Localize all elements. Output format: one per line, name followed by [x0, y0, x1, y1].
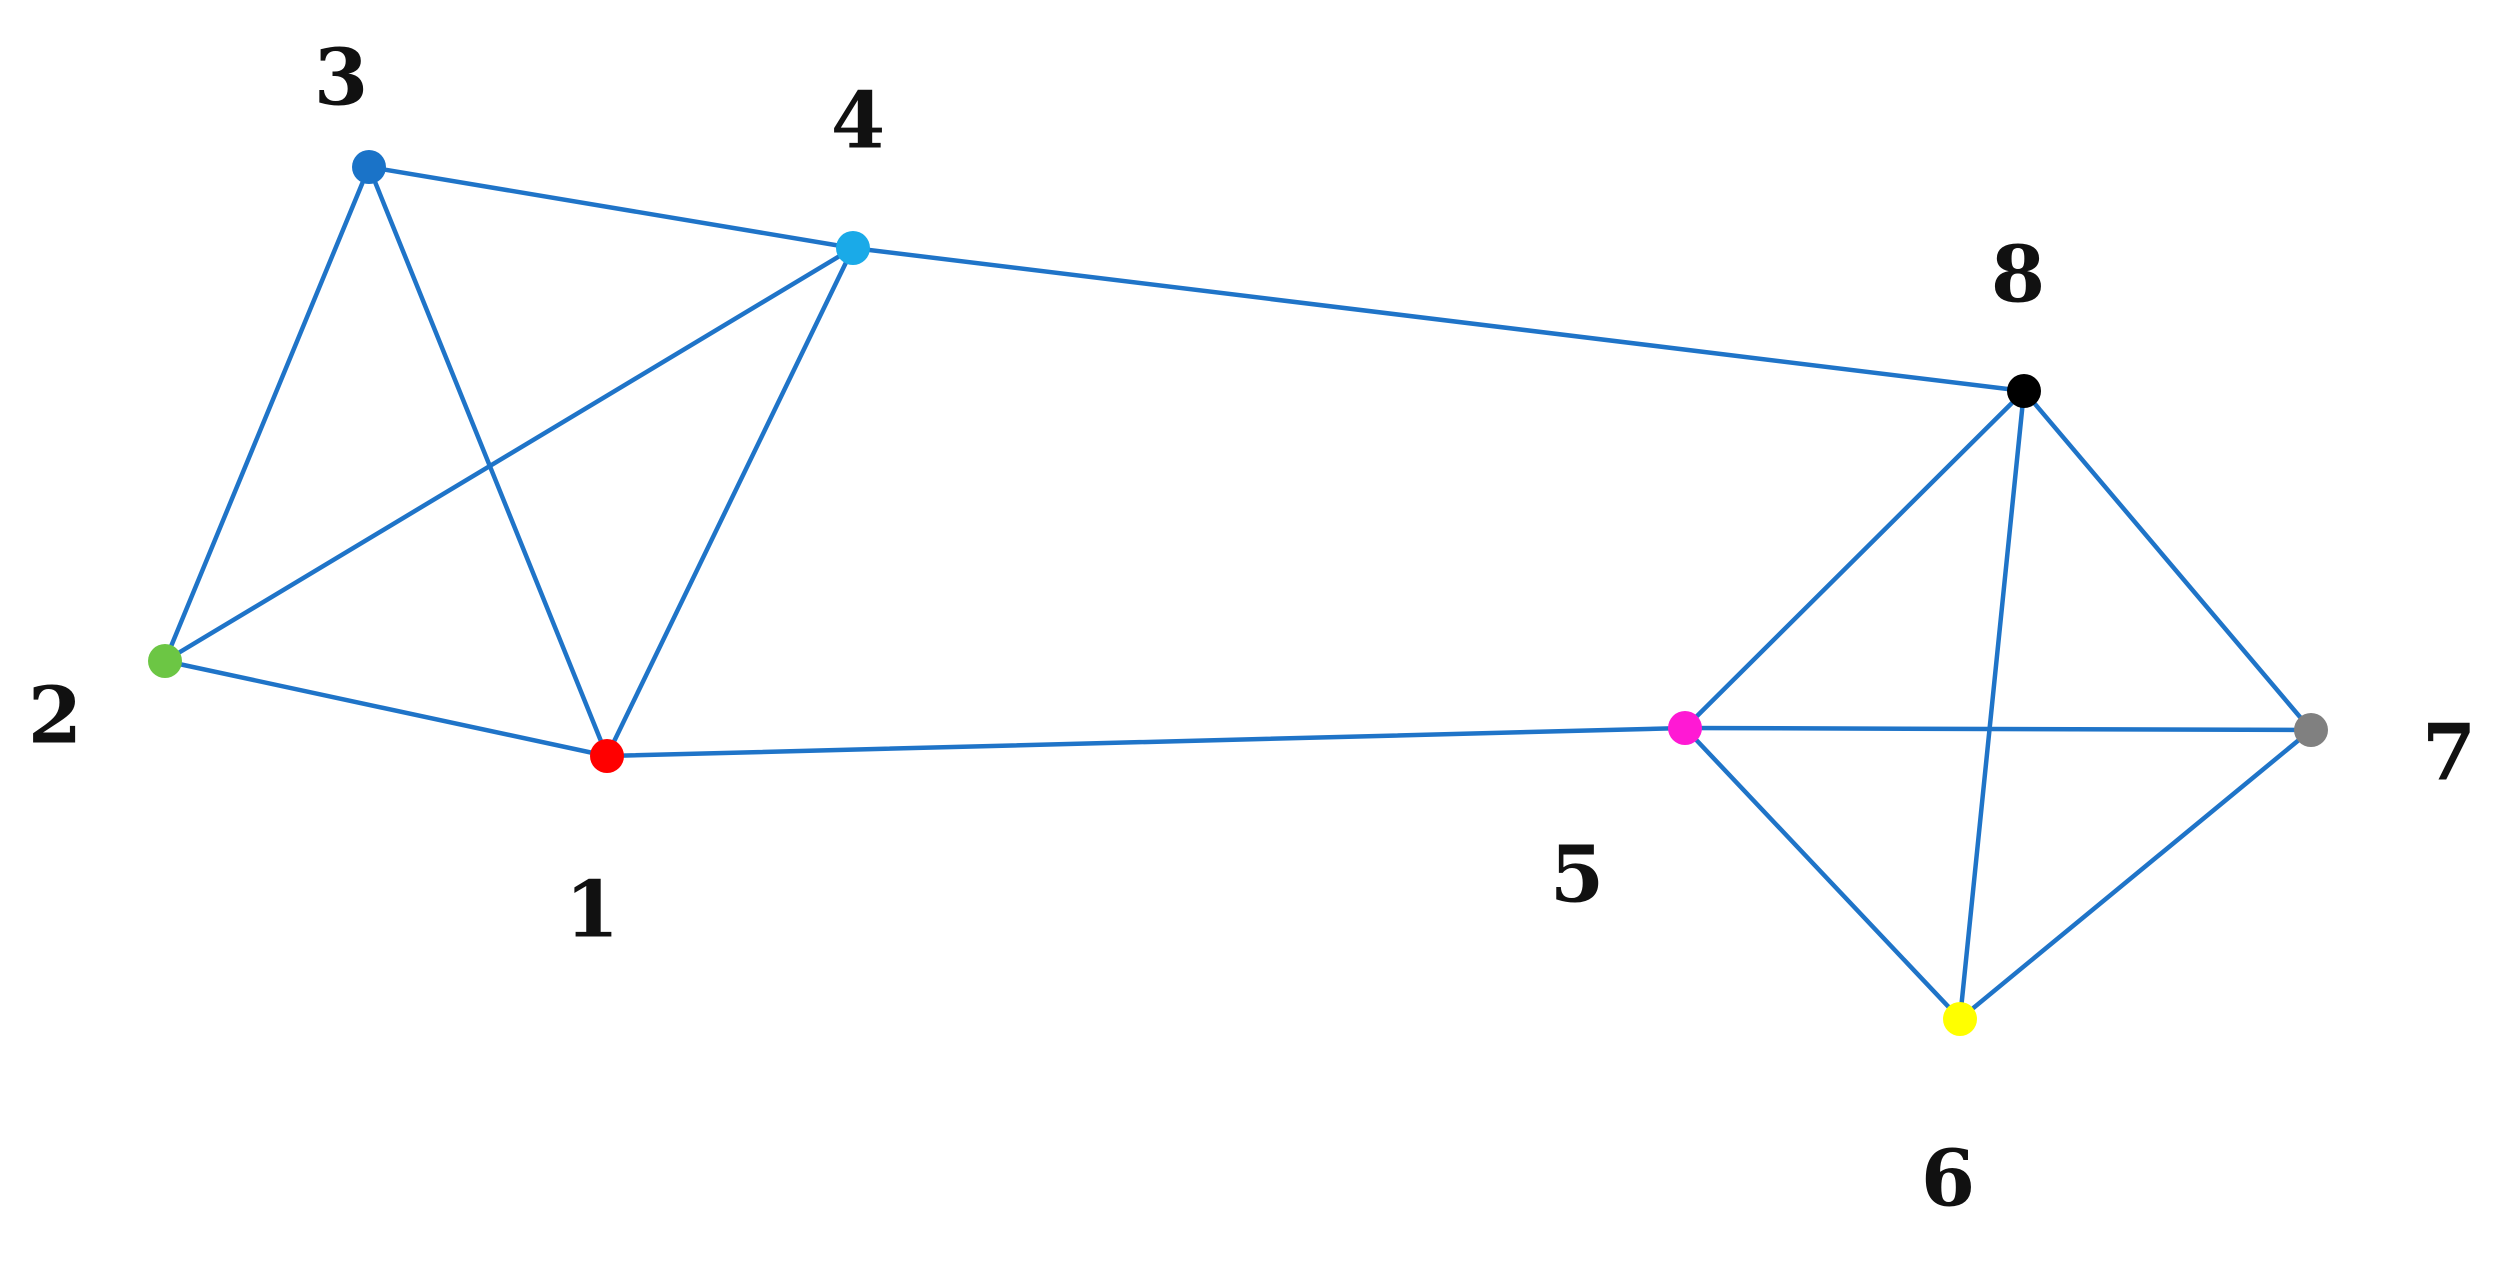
node-2 [148, 644, 182, 678]
edge-5-7 [1682, 725, 2314, 733]
node-label-1: 1 [565, 865, 619, 956]
edge-3-4 [366, 164, 856, 251]
nodes-layer [148, 150, 2328, 1036]
edge-3-1 [366, 164, 610, 759]
node-label-2: 2 [28, 671, 82, 762]
edge-3-2 [162, 164, 372, 664]
edge-2-1 [162, 658, 610, 759]
node-5 [1668, 711, 1702, 745]
node-label-3: 3 [314, 33, 368, 124]
edge-8-6 [1957, 388, 2027, 1022]
node-label-4: 4 [831, 76, 885, 167]
node-1 [590, 739, 624, 773]
edges-layer [162, 164, 2314, 1022]
edge-1-5 [604, 725, 1688, 759]
edge-5-6 [1682, 725, 1963, 1022]
node-label-7: 7 [2422, 708, 2476, 799]
node-8 [2007, 374, 2041, 408]
edge-8-7 [2021, 388, 2314, 733]
node-6 [1943, 1002, 1977, 1036]
node-label-8: 8 [1991, 230, 2045, 321]
node-3 [352, 150, 386, 184]
edge-4-8 [850, 245, 2027, 394]
edge-4-2 [162, 245, 856, 664]
node-4 [836, 231, 870, 265]
node-label-5: 5 [1550, 830, 1604, 921]
node-label-6: 6 [1921, 1134, 1975, 1225]
edge-4-1 [604, 245, 856, 759]
labels-layer: 1 2 3 4 5 6 7 8 [28, 33, 2476, 1225]
edge-6-7 [1957, 727, 2314, 1022]
node-7 [2294, 713, 2328, 747]
edge-8-5 [1682, 388, 2027, 731]
